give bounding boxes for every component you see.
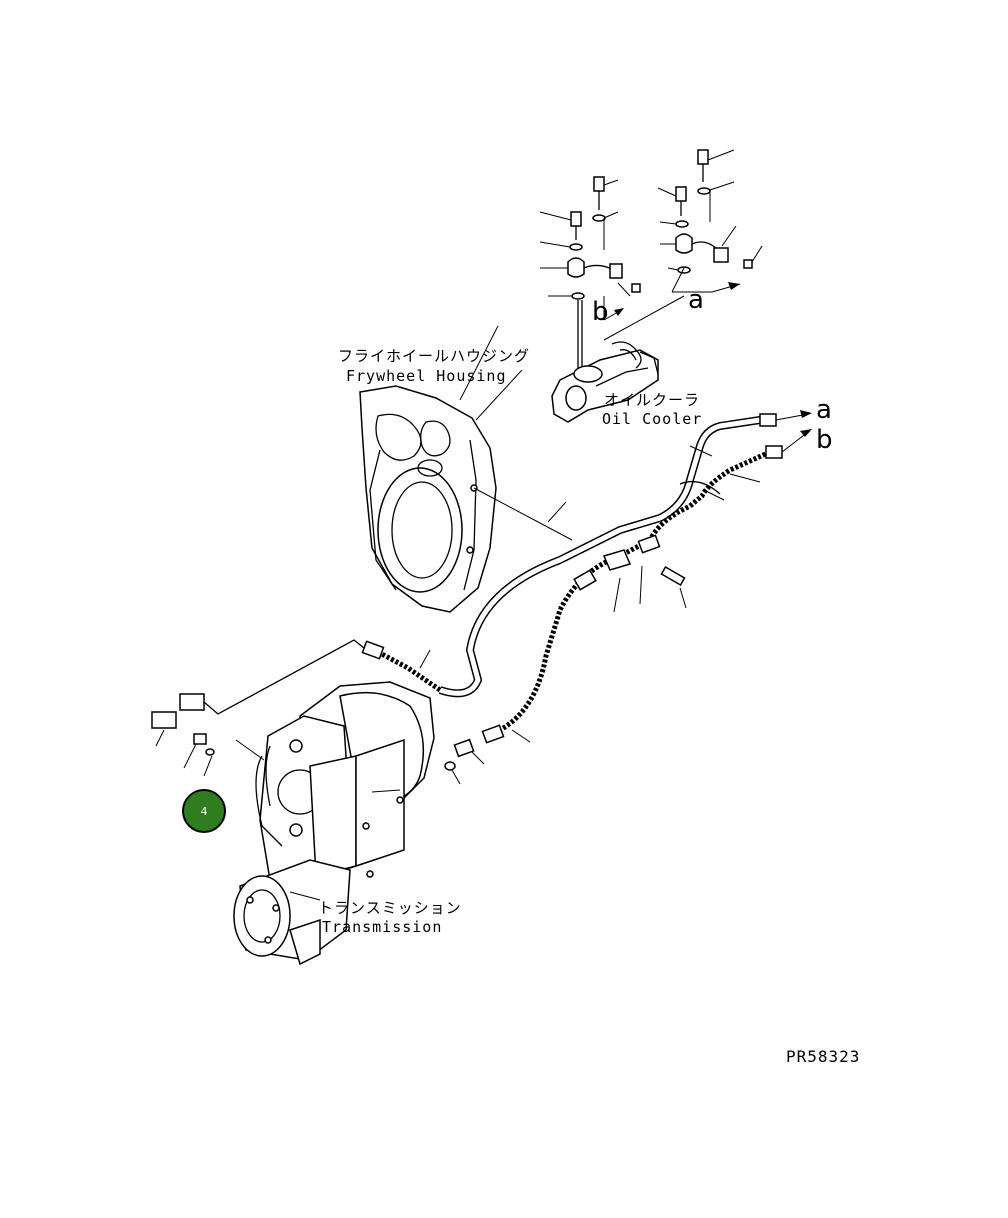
oil-cooler-label-en: Oil Cooler [602, 410, 702, 428]
fitting-lower [573, 569, 597, 591]
oring-adapter [444, 761, 456, 771]
ref-b-top: b [592, 297, 609, 327]
flywheel-housing-label-jp: フライホイールハウジング [338, 347, 530, 365]
elbow-fitting-left [609, 263, 623, 279]
transmission-label-jp: トランスミッション [318, 899, 462, 917]
flywheel-housing-label-en: Frywheel Housing [346, 367, 507, 385]
callout-badge-circle[interactable] [182, 789, 226, 833]
transmission [233, 681, 435, 966]
connector-nipple [193, 733, 207, 745]
fitting-left-end [361, 640, 385, 660]
connector-block-lower [151, 711, 177, 729]
connector-block-upper [179, 693, 205, 711]
clamp-bolt [660, 566, 686, 586]
ref-b-right: b [816, 425, 833, 455]
washer-right-2 [675, 220, 689, 228]
callout-badge-number: 4 [201, 805, 208, 818]
adapter-fitting [453, 738, 475, 758]
block-right [675, 233, 693, 254]
fitting-b-end [765, 445, 783, 459]
washer-left-1 [592, 214, 606, 222]
drawing-number: PR58323 [786, 1047, 860, 1066]
fitting-trans-end [481, 724, 505, 744]
ref-a-right: a [816, 395, 832, 425]
bolt-right-1 [697, 149, 709, 182]
oring-left [571, 292, 585, 300]
transmission-label-en: Transmission [322, 918, 442, 936]
oil-cooler-connector-assembly [539, 149, 763, 372]
oring-right [677, 266, 691, 274]
bolt-right-2 [675, 186, 687, 216]
pipe-routing [151, 410, 812, 785]
ref-a-top: a [688, 285, 704, 315]
fitting-a-end [759, 413, 777, 427]
block-left [567, 257, 585, 278]
bolt-left-1 [593, 176, 605, 210]
elbow-fitting-right [713, 247, 729, 263]
nipple-right [743, 259, 753, 269]
pipe-clamp [602, 549, 632, 571]
nipple-left [631, 283, 641, 293]
oil-cooler-label-jp: オイルクーラ [604, 391, 700, 409]
washer-right-1 [697, 187, 711, 195]
fitting-mid [637, 534, 661, 554]
callout-badge-4[interactable]: 4 [182, 789, 226, 833]
bolt-left-2 [570, 211, 582, 240]
washer-left-2 [569, 243, 583, 251]
oil-cooler [551, 341, 659, 423]
flywheel-housing [359, 325, 523, 613]
